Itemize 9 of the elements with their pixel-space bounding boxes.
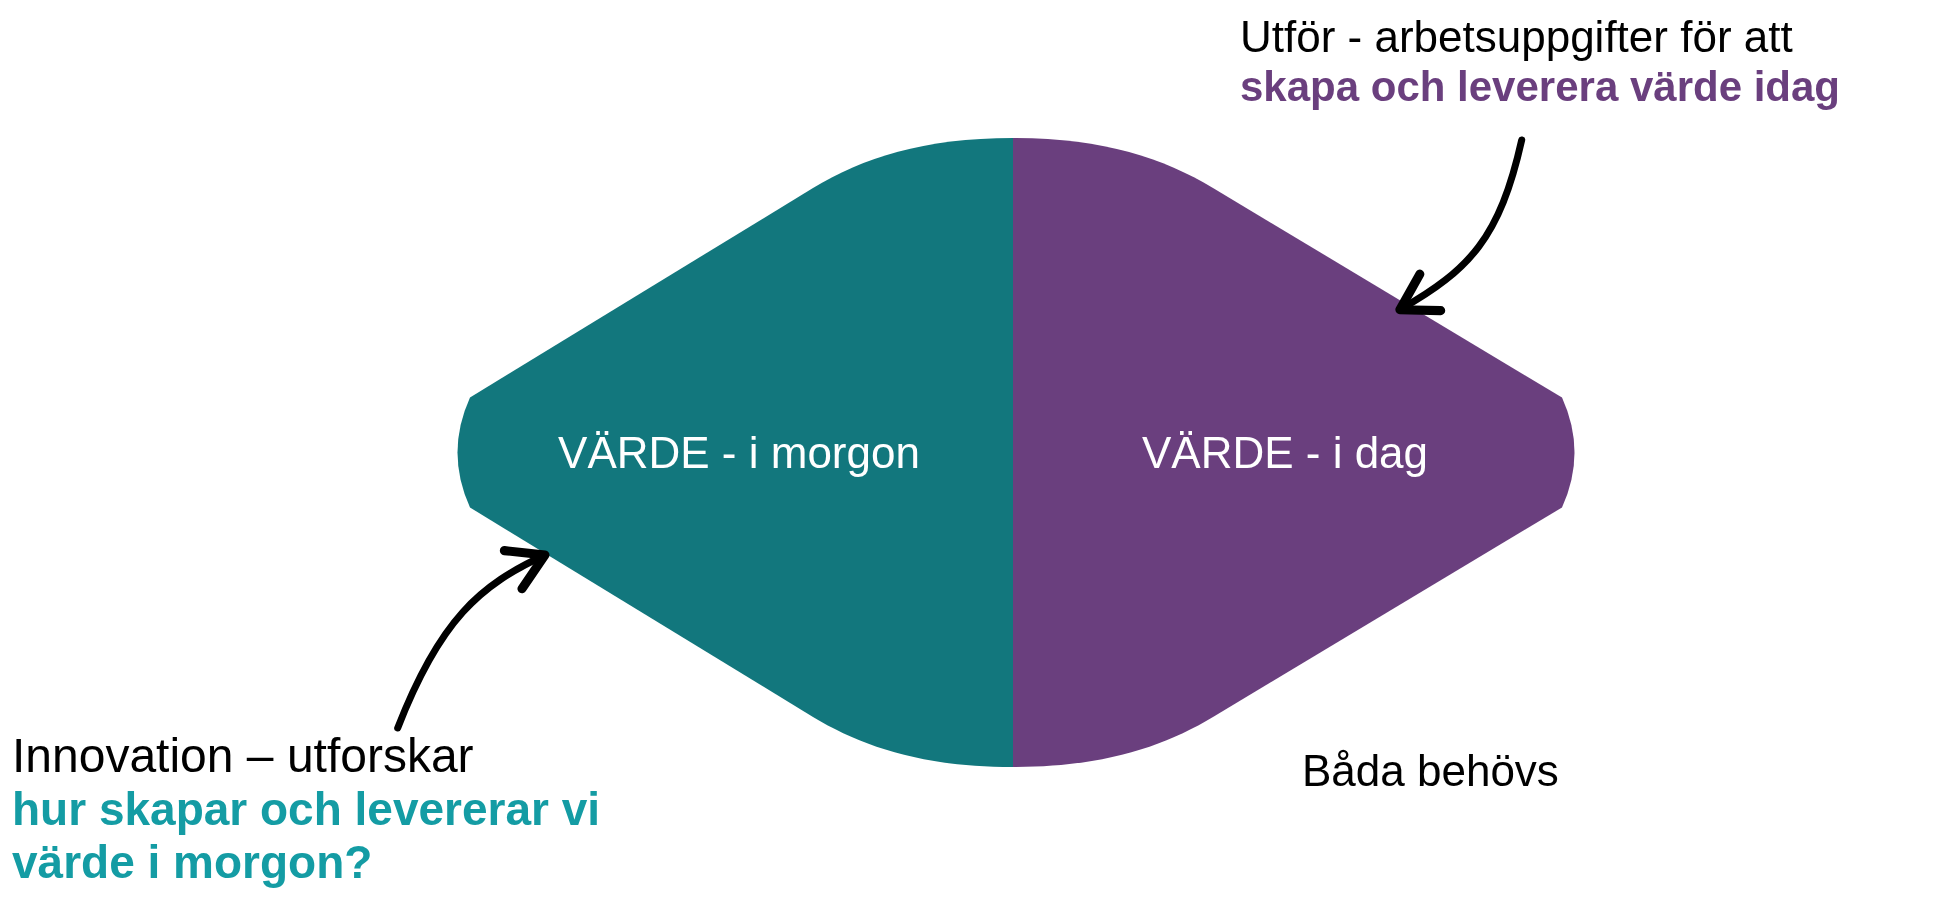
callout-highlight: skapa och leverera värde idag bbox=[1240, 62, 1841, 111]
value-label: VÄRDE - i dag bbox=[1141, 426, 1429, 479]
callout-text: Utför - arbetsuppgifter för att bbox=[1240, 12, 1794, 63]
value-label: VÄRDE - i morgon bbox=[558, 426, 920, 479]
callout-highlight: hur skapar och levererar vi värde i morgon? bbox=[12, 783, 602, 889]
callout-text: Innovation – utforskar bbox=[12, 728, 475, 784]
curved-arrow bbox=[394, 546, 550, 732]
note-text: Båda behövs bbox=[1302, 745, 1559, 797]
curved-arrow bbox=[1395, 136, 1526, 315]
